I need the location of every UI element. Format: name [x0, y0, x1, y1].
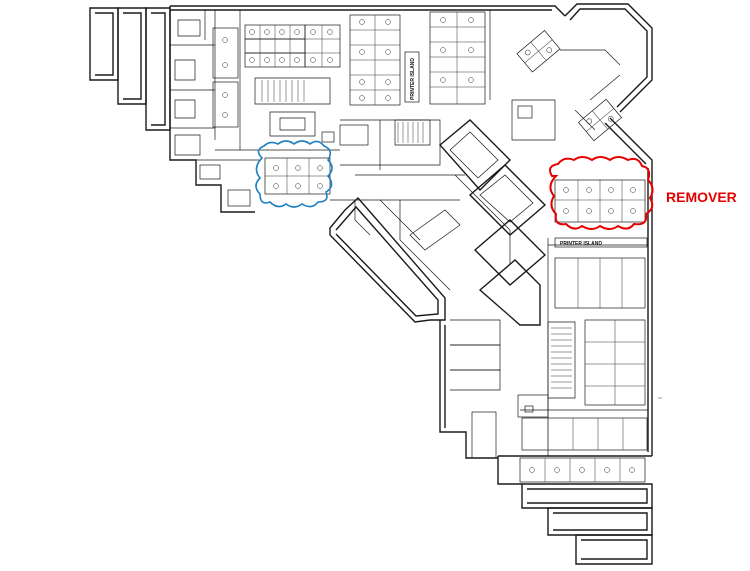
office-grid-east [521, 257, 648, 451]
cube-cluster-a [244, 24, 306, 68]
cube-cluster-east [578, 98, 622, 142]
cube-cluster-ne [516, 30, 561, 73]
printer-island-right-label: PRINTER ISLAND [560, 241, 602, 247]
printer-island-top: PRINTER ISLAND [410, 58, 416, 100]
interior-walls [170, 10, 648, 459]
highlight-cloud [255, 140, 333, 208]
workstations [199, 11, 648, 483]
cube-cluster-south [519, 457, 646, 483]
removal-cubes [554, 179, 646, 223]
building-outline [89, 3, 653, 565]
cube-cluster-b [304, 24, 341, 68]
cube-cluster-d [429, 11, 486, 105]
cube-cluster-c [349, 14, 401, 106]
printer-island-top-label: PRINTER ISLAND [410, 58, 416, 100]
removal-cloud [549, 156, 654, 230]
cube-cluster-nw [212, 27, 239, 128]
printer-island-right: PRINTER ISLAND [554, 237, 648, 248]
office-west-wing [199, 124, 369, 207]
highlighted-cubes [264, 157, 331, 195]
remover-label: REMOVER [666, 189, 737, 205]
